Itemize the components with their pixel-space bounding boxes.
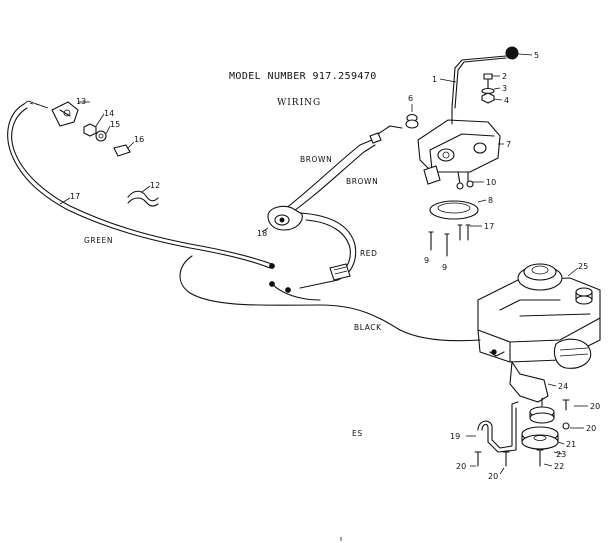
mounting-bracket [474,401,519,467]
grommet-part [405,113,419,129]
part-number: 12 [150,181,160,190]
part-number: 19 [450,432,460,441]
part-number: 13 [76,97,86,106]
part-number: 16 [134,135,144,144]
cable-bracket-part [51,101,79,127]
leader-lines [59,53,588,475]
engine-assembly [477,263,601,403]
clip-part [113,144,131,157]
control-housing [417,107,501,190]
part-number: 14 [104,109,114,118]
part-number: 8 [488,196,493,205]
part-number: 18 [257,229,267,238]
wire-label-red: RED [360,249,378,258]
part-number: 20 [586,424,596,433]
part-number: 3 [502,84,507,93]
part-number: 22 [554,462,564,471]
part-number-labels: 5 1 2 3 4 6 7 10 8 17 9 9 13 14 15 16 12… [70,51,600,481]
lower-pulley [521,426,559,450]
bolt-part-22 [536,449,544,467]
part-number: 25 [578,262,588,271]
throttle-rod [451,55,507,109]
part-number: 9 [442,263,447,272]
part-number: 5 [534,51,539,60]
throttle-knob [505,46,519,60]
part-number: 21 [566,440,576,449]
part-number: 2 [502,72,507,81]
part-number: 17 [484,222,494,231]
green-wire [189,243,275,269]
part-number: 20 [456,462,466,471]
gasket-part [429,200,479,220]
upper-pulley [529,397,555,424]
variant-label: ES [352,429,363,438]
part-number: 15 [110,120,120,129]
model-number-title: MODEL NUMBER 917.259470 [229,71,377,82]
wire-label-green: GREEN [84,236,113,245]
nut-part-4 [481,92,495,104]
nut-part [83,123,97,137]
part-number: 10 [486,178,496,187]
part-number: 17 [70,192,80,201]
wire-label-brown-2: BROWN [346,177,378,186]
bolt-part-20-right [562,399,570,430]
part-number: 20 [488,472,498,481]
wire-label-black: BLACK [354,323,382,332]
part-number: 24 [558,382,568,391]
brown-wires [279,125,403,219]
spring-clip-part [127,190,159,207]
bolt-part [483,73,493,91]
washer-part [95,130,107,142]
black-wire [179,255,481,342]
part-number: 20 [590,402,600,411]
part-number: 6 [408,94,413,103]
part-number: 4 [504,96,509,105]
control-cable [7,100,191,249]
part-number: 9 [424,256,429,265]
part-number: 1 [432,75,437,84]
ignition-switch [267,205,303,231]
part-number: 23 [556,450,566,459]
red-wire [285,212,357,293]
section-title: WIRING [277,98,321,108]
screws-part-9 [428,231,450,257]
part-number: 7 [506,140,511,149]
wire-label-brown-1: BROWN [300,155,332,164]
screws-part-17 [457,224,471,241]
